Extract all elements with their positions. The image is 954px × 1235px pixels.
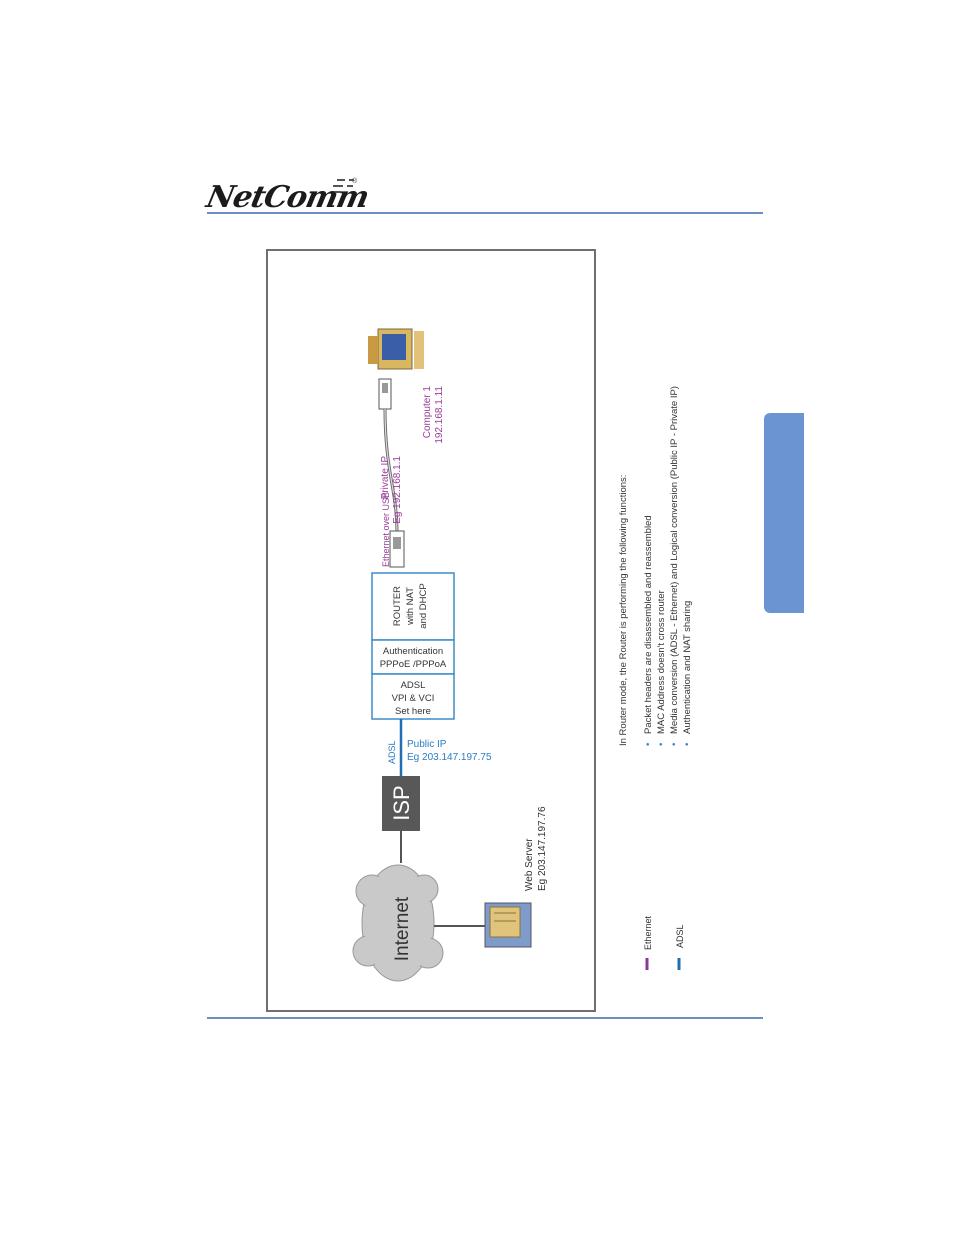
adsl-line-2: VPI & VCI: [392, 693, 435, 704]
section-side-tab[interactable]: [764, 413, 804, 613]
function-item-1: Packet headers are disassembled and reas…: [643, 515, 654, 734]
bullet-1: •: [643, 743, 654, 746]
footer-rule: [207, 1017, 763, 1019]
public-ip-value: Eg 203.147.197.75: [407, 752, 492, 763]
computer-label-group: Computer 1 192.168.1.11: [422, 386, 445, 444]
router-adsl-block: [371, 673, 455, 720]
router-line-1: ROUTER: [392, 586, 403, 626]
router-mode-diagram: Computer 1 192.168.1.11 Private IP Eg 19…: [352, 328, 548, 982]
adsl-line-1: ADSL: [401, 680, 426, 691]
router-auth-block: [371, 639, 455, 675]
usb-plug-icon: [378, 378, 392, 410]
web-server-label-group: Web Server Eg 203.147.197.76: [524, 806, 548, 891]
router-line-2: with NAT: [405, 587, 416, 626]
bullet-3: •: [669, 743, 680, 746]
legend-adsl-label: ADSL: [675, 924, 685, 948]
function-item-2: MAC Address doesn't cross router: [656, 590, 667, 734]
isp-label: ISP: [389, 785, 414, 820]
functions-intro: In Router mode, the Router is performing…: [618, 475, 629, 746]
private-ip-group: Private IP Eg 192.168.1.1: [380, 456, 403, 524]
adsl-link-label: ADSL: [387, 740, 397, 764]
header-rule: [207, 212, 763, 214]
diagram-frame: Computer 1 192.168.1.11 Private IP Eg 19…: [266, 249, 596, 1012]
auth-line-2: PPPoE /PPPoA: [380, 659, 447, 670]
bullet-4: •: [682, 743, 693, 746]
internet-label: Internet: [392, 896, 413, 961]
web-server-name: Web Server: [524, 838, 535, 891]
router-nat-dhcp-block: [371, 572, 455, 641]
router-device: ROUTER with NAT and DHCP Authentication …: [371, 572, 455, 720]
registered-mark: ®: [352, 178, 358, 185]
netcomm-logo: NetComm ®: [203, 176, 371, 216]
usb-link-label: Ethernet over USB: [381, 492, 391, 567]
usb-plug-router-icon: [389, 530, 405, 568]
web-server-icon: [484, 902, 532, 948]
computer-icon: [368, 328, 424, 370]
private-ip-value: Eg 192.168.1.1: [392, 456, 403, 524]
internet-cloud: [352, 864, 444, 982]
public-ip-label: Public IP: [407, 739, 447, 750]
legend-ethernet-label: Ethernet: [643, 915, 653, 950]
bullet-2: •: [656, 743, 667, 746]
adsl-line-3: Set here: [395, 706, 431, 717]
computer-name: Computer 1: [422, 386, 433, 439]
computer-ip: 192.168.1.11: [434, 386, 445, 444]
web-server-ip: Eg 203.147.197.76: [537, 806, 548, 891]
logo-dashes: [333, 176, 363, 210]
isp-box: [382, 776, 420, 831]
router-line-3: and DHCP: [418, 583, 429, 628]
auth-line-1: Authentication: [383, 646, 443, 657]
function-item-4: Authentication and NAT sharing: [682, 601, 693, 734]
private-ip-label: Private IP: [380, 456, 391, 500]
function-item-3: Media conversion (ADSL - Ethernet) and L…: [669, 386, 680, 734]
